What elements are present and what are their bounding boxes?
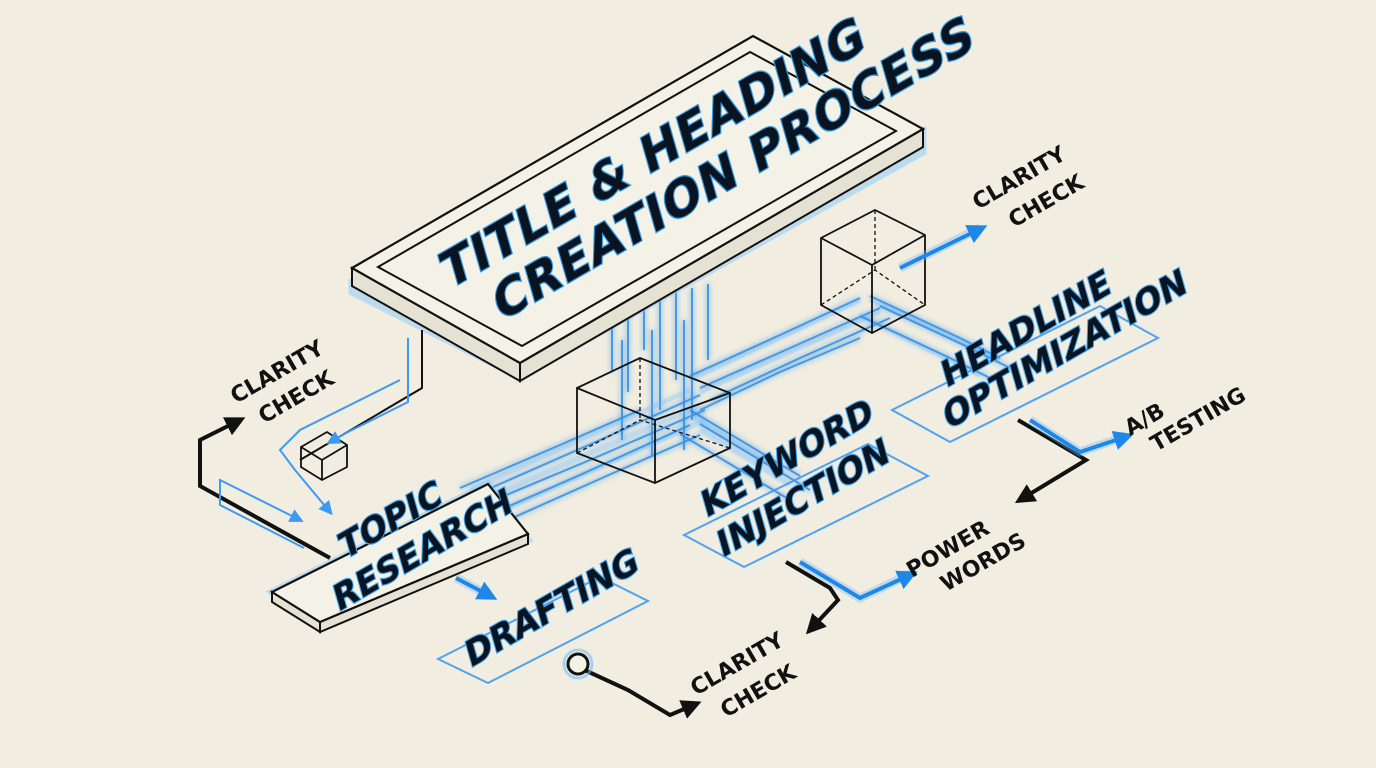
- center-cube: [576, 357, 731, 484]
- keyword-platform: [681, 442, 931, 569]
- note-clarity-check-left: CLARITY CHECK: [227, 335, 340, 429]
- headline-platform: [889, 304, 1161, 444]
- note-clarity-check-top: CLARITY CHECK: [969, 141, 1090, 233]
- data-stream-lines: [459, 284, 1011, 529]
- flow-connectors: [198, 223, 1134, 719]
- note-ab-testing: A/B TESTING: [1121, 383, 1251, 457]
- note-clarity-check-bottom: CLARITY CHECK: [687, 627, 802, 723]
- topic-research-platform: [265, 479, 534, 634]
- upper-right-cube: [820, 208, 926, 335]
- note-power-words: POWER WORDS: [903, 516, 1031, 597]
- stage-keyword-injection: KEYWORD INJECTION: [696, 389, 894, 568]
- title-slab: TITLE & HEADING CREATION PROCESS: [348, 3, 981, 383]
- drafting-platform: [435, 575, 651, 685]
- drafting-node-circle: [566, 652, 590, 676]
